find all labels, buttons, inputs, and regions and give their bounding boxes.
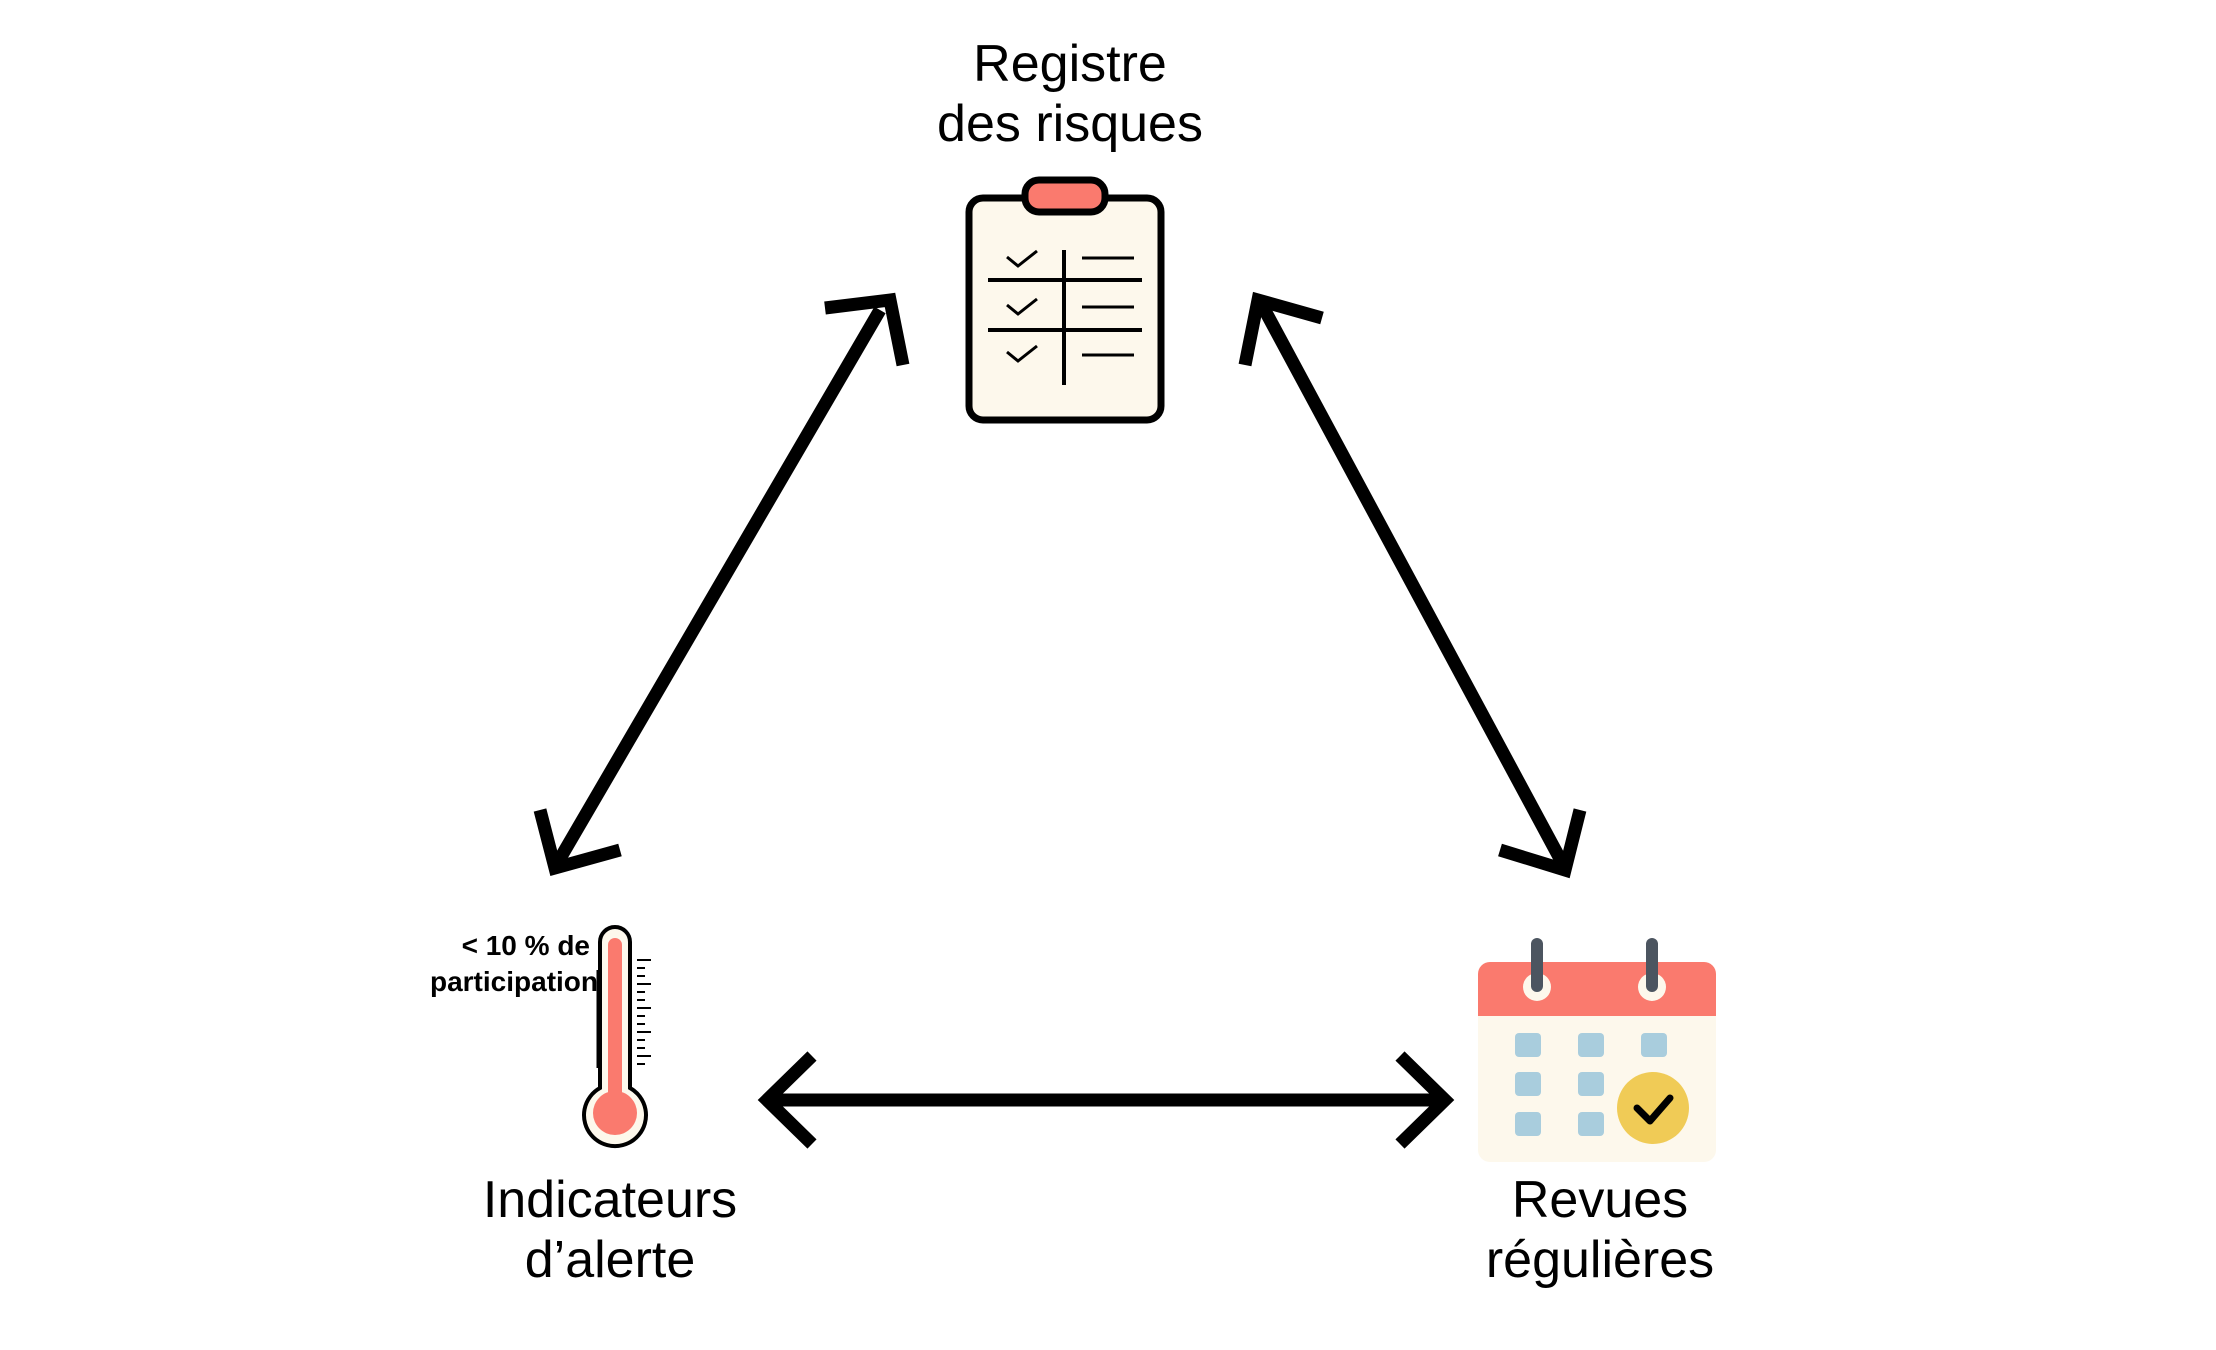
register-label: Registre des risques [870, 34, 1270, 154]
clipboard-checklist-icon [965, 176, 1165, 424]
arrow-register-indicators [533, 292, 910, 877]
indicators-label-line2: d’alerte [524, 1231, 696, 1289]
reviews-label-line1: Revues [1511, 1171, 1689, 1229]
indicators-label-line1: Indicateurs [482, 1171, 738, 1229]
thermometer-annotation-line2: participation [429, 966, 598, 997]
register-label-line2: des risques [937, 95, 1203, 153]
thermometer-icon [582, 925, 651, 1149]
arrow-register-reviews [1238, 291, 1587, 879]
thermometer-annotation-line1: < 10 % de [461, 930, 590, 961]
arrow-indicators-reviews [757, 1051, 1455, 1149]
reviews-label-line2: régulières [1485, 1231, 1715, 1289]
calendar-check-icon [1478, 938, 1716, 1162]
reviews-label: Revues régulières [1400, 1170, 1800, 1290]
register-label-line1: Registre [973, 35, 1167, 93]
indicators-label: Indicateurs d’alerte [410, 1170, 810, 1290]
